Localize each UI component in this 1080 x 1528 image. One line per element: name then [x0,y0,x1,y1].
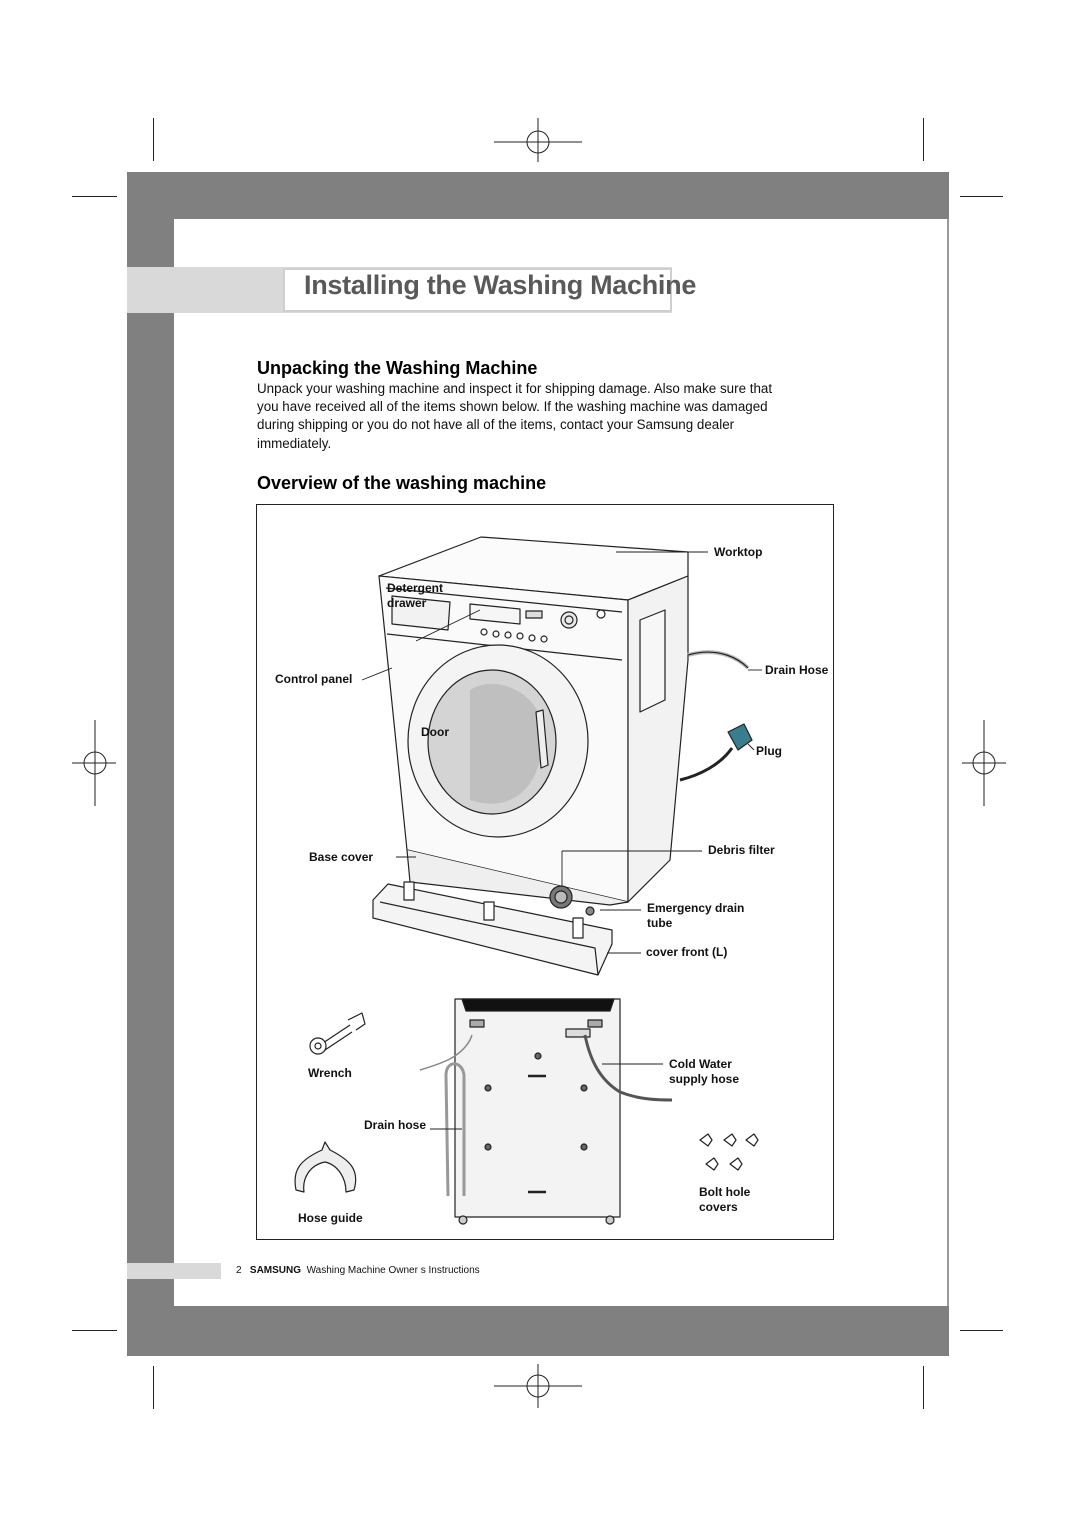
label-emergency-drain-line2: tube [647,916,673,930]
crop-mark [960,196,1003,197]
paragraph-line: you have received all of the items shown… [257,399,768,414]
base-cover-shape [406,849,629,906]
label-drain-hose-back: Drain hose [364,1118,427,1132]
label-cold-water: Cold Water [669,1057,732,1071]
cover-front-shape [372,883,613,976]
paragraph-line: during shipping or you do not have all o… [257,417,735,432]
label-cover-front: cover front (L) [646,945,728,959]
page-frame-left [127,172,174,1356]
hose-guide-shape [294,1141,357,1193]
footer-text: Washing Machine Owner s Instructions [306,1265,480,1276]
machine-back-shape [454,998,621,1218]
title-box [283,268,672,312]
footer-brand: SAMSUNG [249,1265,302,1276]
label-plug: Plug [756,744,782,758]
label-emergency-drain: Emergency drain [647,901,745,915]
label-debris-filter: Debris filter [708,843,775,857]
paragraph-line: immediately. [257,436,332,451]
overview-heading: Overview of the washing machine [257,473,547,493]
label-detergent-drawer-line2: drawer [387,596,427,610]
footer: 2 SAMSUNG Washing Machine Owner s Instru… [236,1265,480,1276]
label-bolt-hole-covers-line2: covers [699,1200,738,1214]
label-drain-hose: Drain Hose [765,663,829,677]
page-title: Installing the Washing Machine [304,270,697,300]
paragraph-line: Unpack your washing machine and inspect … [257,381,773,396]
label-bolt-hole-covers: Bolt hole [699,1185,751,1199]
label-worktop: Worktop [714,545,763,559]
unpacking-paragraph: Unpack your washing machine and inspect … [257,380,832,453]
label-control-panel: Control panel [275,672,353,686]
page-number: 2 [236,1265,242,1276]
crop-mark [923,1366,924,1409]
crop-mark [923,118,924,161]
page-frame-top [127,172,949,219]
page-frame-right [947,219,949,1306]
bolt-hole-covers-shape [699,1133,759,1171]
page-frame-bottom [127,1306,949,1356]
diagram-frame [256,504,834,1240]
crop-mark [72,1330,117,1331]
footer-tab [127,1263,221,1279]
crop-mark [153,118,154,161]
label-wrench: Wrench [308,1066,352,1080]
crop-mark [72,196,117,197]
label-hose-guide: Hose guide [298,1211,363,1225]
label-base-cover: Base cover [309,850,374,864]
detergent-drawer-shape [391,595,451,631]
crop-mark [153,1366,154,1409]
label-door: Door [421,725,449,739]
label-cold-water-line2: supply hose [669,1072,740,1086]
crop-mark [960,1330,1003,1331]
label-detergent-drawer: Detergent [387,581,444,595]
unpacking-heading: Unpacking the Washing Machine [257,358,538,378]
plug-shape [727,723,753,751]
